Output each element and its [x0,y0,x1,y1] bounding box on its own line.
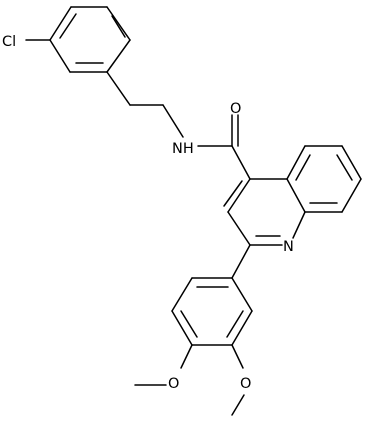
quinoline-nitrogen-label: N [283,239,294,255]
bond [171,277,193,312]
bond [227,178,251,213]
bond [231,344,244,369]
bond [106,39,131,73]
methoxy-oxygen-right-label: O [240,376,251,392]
bond [231,394,245,416]
bond [231,277,253,312]
bond [106,71,131,106]
atom-label-layer: Cl O NH N O O [2,34,294,392]
bond [223,180,243,207]
bond [180,310,198,338]
bond [295,154,311,181]
bond [111,15,126,38]
bond [162,104,184,138]
bond [231,244,251,279]
bond [106,6,131,41]
bond [231,145,251,180]
bond [341,178,362,213]
bond-layer [25,6,362,416]
methoxy-oxygen-left-label: O [168,376,179,392]
bond [171,310,193,346]
bond [49,39,71,73]
bond [336,154,353,181]
bond [59,13,77,39]
bond [341,145,362,180]
bond [231,310,253,346]
chlorine-label: Cl [2,34,16,50]
bond [180,344,193,369]
amide-oxygen-label: O [230,101,241,117]
bond [286,178,306,213]
bond [292,211,306,239]
bond [226,310,244,338]
bond [286,145,306,180]
bond [49,6,72,41]
amide-nitrogen-label: NH [172,141,194,157]
bond [227,211,251,246]
